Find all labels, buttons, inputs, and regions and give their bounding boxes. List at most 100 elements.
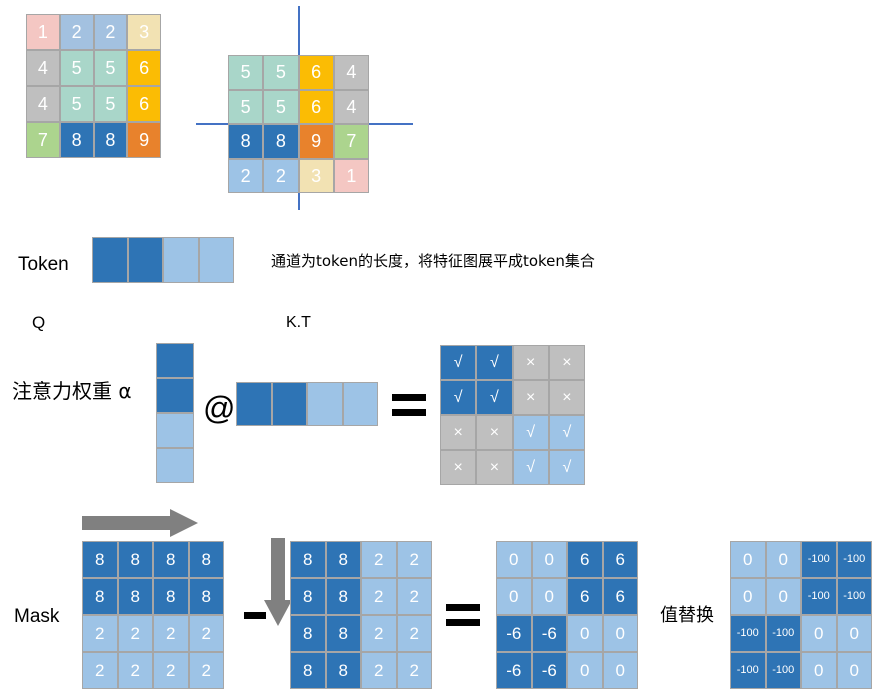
matrix-cell: 6: [127, 86, 161, 122]
matrix-cell: 6: [602, 541, 638, 578]
minus-operator: [244, 612, 266, 619]
matrix-cell: 2: [82, 615, 118, 652]
matrix-cell: 6: [602, 578, 638, 615]
matrix-cell: 8: [263, 124, 299, 159]
matrix-cell: ×: [512, 345, 549, 380]
matrix-cell: 2: [153, 615, 189, 652]
value-replace-label: 值替换: [660, 605, 714, 626]
matrix-cell: -100: [801, 541, 837, 578]
matrix-cell: -100: [730, 652, 766, 689]
matrix-cell: 0: [836, 652, 872, 689]
matrix-cell: 0: [801, 652, 837, 689]
matrix-cell: 0: [730, 578, 766, 615]
matrix-cell: ×: [548, 345, 585, 380]
matrix-cell: 2: [82, 652, 118, 689]
matrix-cell: 6: [298, 55, 334, 90]
kt-label: K.T: [286, 314, 311, 331]
equals-operator-attention: [392, 394, 426, 416]
matrix-cell: 0: [602, 652, 638, 689]
matrix-cell: 2: [396, 541, 432, 578]
equals-operator-mask: [446, 604, 480, 626]
matrix-cell: 6: [567, 541, 603, 578]
vector-cell: [156, 378, 194, 413]
vector-cell: [271, 382, 307, 426]
matrix-cell: 3: [127, 14, 161, 50]
matrix-cell: 0: [567, 615, 603, 652]
matrix-cell: 6: [567, 578, 603, 615]
matrix-cell: 6: [127, 50, 161, 86]
token-label: Token: [18, 254, 69, 275]
matrix-cell: √: [476, 345, 513, 380]
matrix-cell: -100: [765, 652, 801, 689]
matrix-cell: 1: [333, 158, 369, 193]
matrix-cell: 0: [531, 541, 567, 578]
matrix-cell: 5: [59, 86, 94, 122]
matrix-cell: √: [512, 450, 549, 485]
matrix-cell: √: [440, 345, 477, 380]
matrix-cell: 0: [496, 578, 532, 615]
vector-cell: [156, 448, 194, 483]
matrix-cell: ×: [476, 450, 513, 485]
attention-weight-label: 注意力权重 α: [12, 379, 132, 403]
matrix-cell: ×: [548, 380, 585, 415]
matrix-cell: -6: [531, 652, 567, 689]
matrix-cell: 8: [325, 578, 361, 615]
matrix-cell: 0: [801, 615, 837, 652]
matrix-cell: √: [440, 380, 477, 415]
matrix-cell: 7: [333, 124, 369, 159]
matrix-cell: √: [548, 415, 585, 450]
matrix-cell: 9: [298, 124, 334, 159]
matrix-cell: 4: [333, 89, 369, 124]
matrix-cell: 8: [228, 124, 264, 159]
matrix-cell: 8: [325, 652, 361, 689]
matrix-cell: 8: [153, 578, 189, 615]
matrix-cell: 5: [93, 86, 128, 122]
matrix-cell: 5: [228, 55, 264, 90]
vector-cell: [156, 343, 194, 378]
vector-cell: [127, 237, 163, 283]
matrix-cell: 2: [59, 14, 94, 50]
vector-cell: [307, 382, 343, 426]
matrix-cell: 2: [117, 615, 153, 652]
matrix-cell: 9: [127, 122, 161, 158]
matrix-cell: 2: [361, 578, 397, 615]
matrix-cell: 0: [836, 615, 872, 652]
matrix-cell: 0: [496, 541, 532, 578]
matrix-cell: 2: [396, 652, 432, 689]
matrix-cell: 0: [730, 541, 766, 578]
vector-cell: [156, 413, 194, 448]
matrix-cell: -100: [730, 615, 766, 652]
matrix-cell: 8: [82, 541, 118, 578]
matrix-cell: √: [548, 450, 585, 485]
matrix-cell: 8: [117, 578, 153, 615]
vector-cell: [236, 382, 272, 426]
attention-validity-matrix: √√××√√××××√√××√√: [440, 345, 585, 485]
matrix-cell: 8: [290, 652, 326, 689]
q-vector: [156, 343, 194, 483]
matrix-cell: 0: [765, 578, 801, 615]
matrix-cell: 8: [325, 541, 361, 578]
matrix-cell: 0: [531, 578, 567, 615]
matrix-cell: 8: [117, 541, 153, 578]
matrix-cell: 4: [26, 86, 60, 122]
matrix-cell: 3: [298, 158, 334, 193]
matrix-cell: ×: [440, 450, 477, 485]
matrix-cell: 8: [290, 615, 326, 652]
matrix-cell: 1: [26, 14, 60, 50]
matrix-cell: -100: [836, 578, 872, 615]
vector-cell: [342, 382, 378, 426]
matrix-cell: 8: [93, 122, 128, 158]
matrix-cell: -6: [531, 615, 567, 652]
matrix-cell: -100: [801, 578, 837, 615]
matrix-cell: -6: [496, 652, 532, 689]
matrix-cell: 2: [153, 652, 189, 689]
matrix-cell: 2: [228, 158, 264, 193]
matrix-cell: 8: [290, 578, 326, 615]
vector-cell: [92, 237, 128, 283]
matrix-cell: 0: [602, 615, 638, 652]
matrix-cell: 8: [325, 615, 361, 652]
